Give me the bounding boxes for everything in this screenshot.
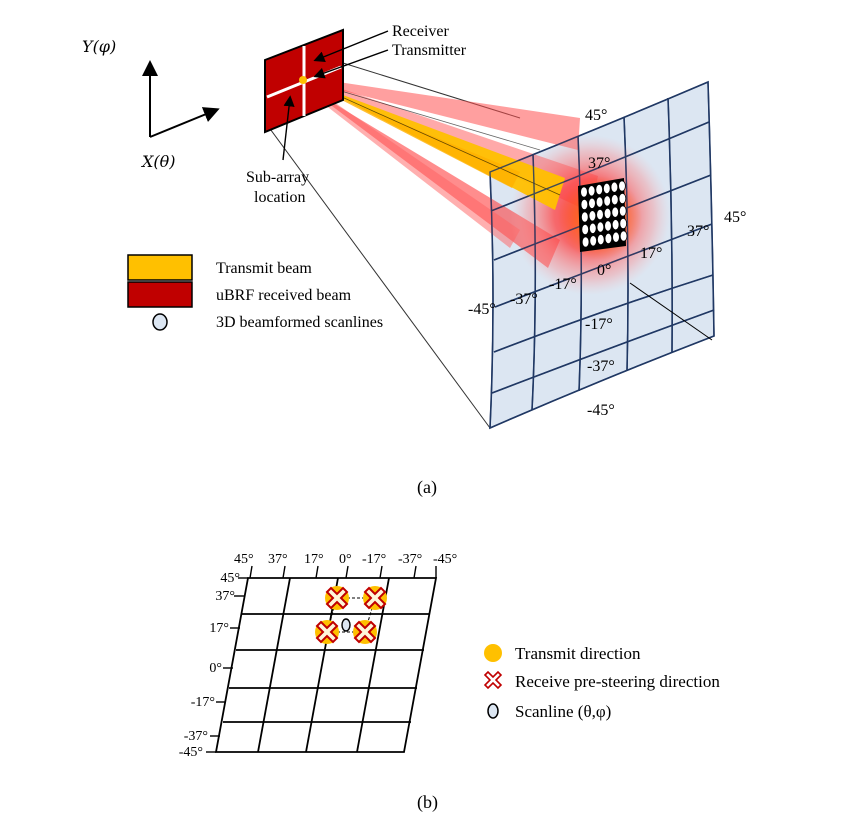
col-label-0: 0° xyxy=(339,552,352,567)
scanline-dot xyxy=(595,196,604,208)
caption-b: (b) xyxy=(417,792,438,813)
panel-b-row-labels: 45° 37° 17° 0° -17° -37° -45° xyxy=(179,571,240,760)
scanline-dot xyxy=(610,194,619,206)
col-label-45: 45° xyxy=(234,552,254,567)
red-cross-icon xyxy=(483,670,503,690)
transducer-array-icon xyxy=(264,28,344,134)
receive-direction-marker xyxy=(315,620,339,644)
orange-dot-icon xyxy=(484,644,502,662)
scanline-dot xyxy=(589,235,597,247)
col-label-37: 37° xyxy=(268,552,288,567)
panel-b-grid xyxy=(206,565,438,753)
y-axis-label: Y(φ) xyxy=(82,37,116,56)
scanline-dot xyxy=(596,209,604,221)
grid-label-top-inner: 37° xyxy=(588,155,610,172)
col-label-17: 17° xyxy=(304,552,324,567)
legend-a: Transmit beam uBRF received beam 3D beam… xyxy=(127,254,383,331)
scanline-dot xyxy=(602,182,611,194)
scanline-marker xyxy=(341,618,351,632)
receive-direction-marker xyxy=(353,620,377,644)
scanline-dot xyxy=(611,219,620,231)
x-axis-label: X(θ) xyxy=(140,152,176,171)
scanline-dot xyxy=(596,234,605,246)
legend-b-item-1: Receive pre-steering direction xyxy=(515,672,720,691)
subarray-label-2: location xyxy=(254,189,306,206)
grid-label-center: 0° xyxy=(597,262,611,279)
scanline-dot xyxy=(580,211,589,223)
panel-b-column-labels: 45° 37° 17° 0° -17° -37° -45° xyxy=(234,552,457,567)
receive-direction-marker xyxy=(363,586,387,610)
scanline-dot xyxy=(588,197,596,209)
col-label-neg45: -45° xyxy=(433,552,457,567)
grid-label-left-center: -17° xyxy=(549,276,577,293)
panel-b-markers xyxy=(315,586,387,644)
scanline-dot xyxy=(580,198,589,211)
axes-icon xyxy=(142,60,220,138)
scanline-dot xyxy=(581,236,590,248)
row-label-45: 45° xyxy=(220,571,240,586)
scanline-dot xyxy=(611,206,619,218)
scanline-dots xyxy=(578,178,628,252)
scanline-dot xyxy=(603,195,611,207)
subarray-label: Sub-array xyxy=(246,169,309,186)
scanline-dot xyxy=(588,210,597,222)
legend-a-item-2: 3D beamformed scanlines xyxy=(216,314,383,331)
scanline-dot xyxy=(588,222,597,234)
row-label-neg17: -17° xyxy=(191,695,215,710)
scanline-dot xyxy=(619,217,627,230)
grid-label-right-inner: 37° xyxy=(687,223,709,240)
grid-label-bottom-outer: -45° xyxy=(587,402,615,419)
scanline-dot xyxy=(587,185,596,197)
grid-label-right-outer: 45° xyxy=(724,209,746,226)
scanline-dot xyxy=(581,223,589,236)
transmitter-label: Transmitter xyxy=(392,42,467,59)
legend-receive-swatch xyxy=(127,281,193,308)
scanline-dot xyxy=(612,231,620,243)
legend-b-item-2: Scanline (θ,φ) xyxy=(515,702,611,721)
scanline-dot xyxy=(595,184,603,196)
row-label-37: 37° xyxy=(215,589,235,604)
scanline-dot xyxy=(618,180,626,192)
scanline-dot xyxy=(604,232,613,244)
caption-a: (a) xyxy=(417,477,437,498)
grid-label-left-outer: -45° xyxy=(468,301,496,318)
scanline-dot xyxy=(610,181,619,193)
grid-label-top: 45° xyxy=(585,107,607,124)
legend-scanline-icon xyxy=(152,313,168,331)
grid-label-bottom-inner: -37° xyxy=(587,358,615,375)
scanline-dot xyxy=(580,186,588,198)
legend-b-item-0: Transmit direction xyxy=(515,644,641,663)
legend-transmit-swatch xyxy=(127,254,193,281)
col-label-neg17: -17° xyxy=(362,552,386,567)
grid-label-bottom-center: -17° xyxy=(585,316,613,333)
scanline-dot xyxy=(604,220,612,232)
row-label-neg37: -37° xyxy=(184,729,208,744)
row-label-0: 0° xyxy=(209,661,222,676)
receiver-label: Receiver xyxy=(392,23,450,40)
row-label-neg45: -45° xyxy=(179,745,203,760)
receive-direction-marker xyxy=(325,586,349,610)
scanline-dot xyxy=(603,207,612,219)
scanline-dot xyxy=(618,192,627,205)
scanline-icon xyxy=(487,703,499,719)
row-label-17: 17° xyxy=(209,621,229,636)
legend-a-item-0: Transmit beam xyxy=(216,260,312,277)
grid-label-left-inner: -37° xyxy=(510,291,538,308)
legend-b: Transmit direction Receive pre-steering … xyxy=(483,644,720,721)
grid-label-right-center: 17° xyxy=(640,245,662,262)
col-label-neg37: -37° xyxy=(398,552,422,567)
scanline-dot xyxy=(618,205,627,217)
scanline-dot xyxy=(596,221,605,233)
scanline-dot xyxy=(619,230,628,242)
legend-a-item-1: uBRF received beam xyxy=(216,287,352,304)
